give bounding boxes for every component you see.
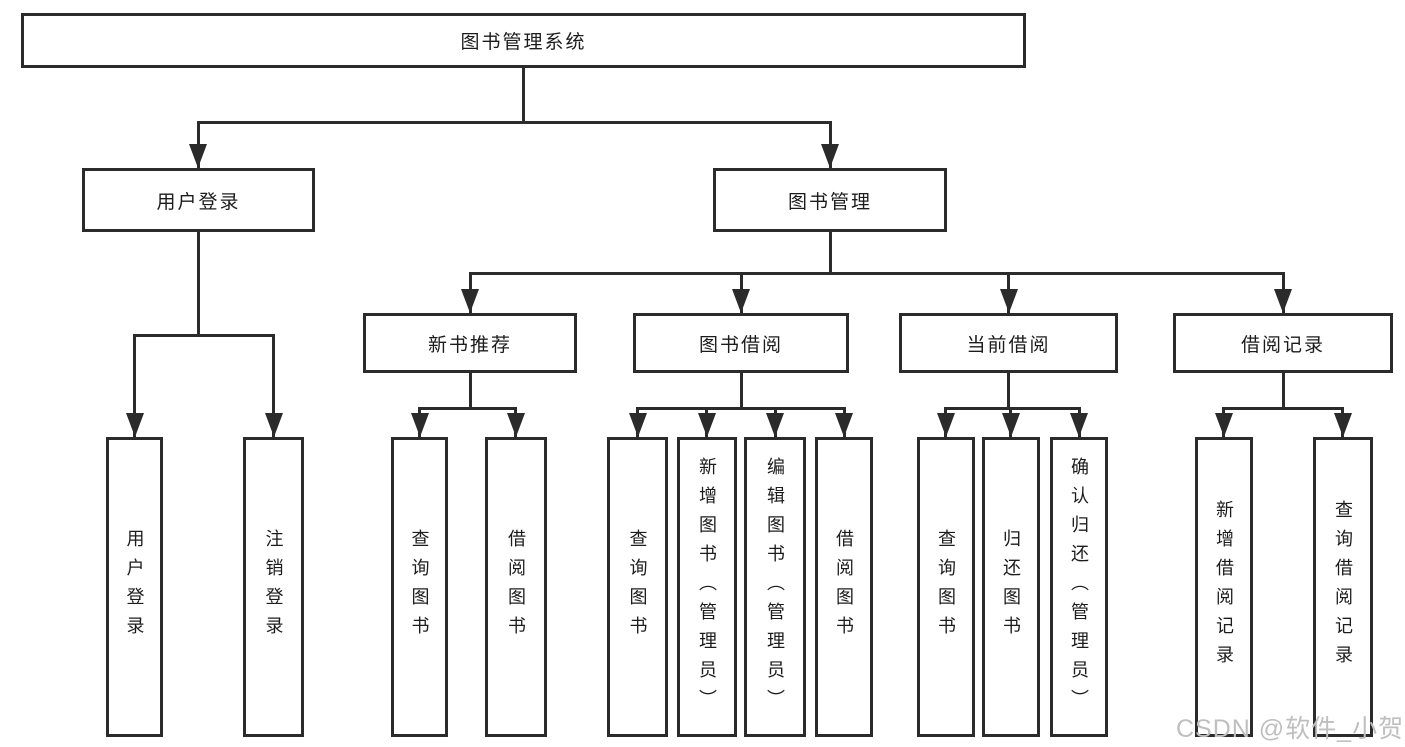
leaf-borrow-query: 查询图书 [607,437,668,737]
arrow-down-icon [698,413,716,437]
node-root: 图书管理系统 [21,13,1026,68]
node-book-management: 图书管理 [713,168,947,232]
connector-user-login-trunk [197,232,200,334]
arrow-down-icon [629,413,647,437]
arrow-down-icon [1002,413,1020,437]
connector-leaf-logout-shaft [272,337,275,437]
leaf-newbook-borrow: 借阅图书 [485,437,547,737]
connector-level2-rail [197,121,832,124]
connector-borrow-rail [636,407,846,410]
arrow-down-icon [461,289,479,313]
arrow-down-icon [1215,413,1233,437]
leaf-records-add: 新增借阅记录 [1195,437,1253,737]
arrow-down-icon [732,289,750,313]
connector-newbook-trunk [469,373,472,407]
connector-borrow-trunk [740,373,743,407]
connector-newbook-rail [418,407,517,410]
node-user-login: 用户登录 [82,168,315,232]
connector-current-rail [944,407,1081,410]
connector-records-trunk [1282,373,1285,407]
arrow-down-icon [265,413,283,437]
csdn-watermark: CSDN @软件_小贺同学 [1176,715,1405,743]
connector-records-rail [1222,407,1344,410]
connector-root-trunk [522,68,525,121]
arrow-down-icon [1000,289,1018,313]
leaf-newbook-query: 查询图书 [391,437,448,737]
leaf-borrow-add-admin: 新增图书（管理员） [677,437,737,737]
leaf-records-query: 查询借阅记录 [1313,437,1373,737]
connector-user-login-rail [133,334,275,337]
arrow-down-icon [1070,413,1088,437]
leaf-current-confirm-admin: 确认归还（管理员） [1050,437,1108,737]
connector-leaf-login-shaft [133,337,136,437]
arrow-down-icon [1334,413,1352,437]
leaf-user-login: 用户登录 [106,437,163,737]
leaf-logout: 注销登录 [243,437,304,737]
arrow-down-icon [189,144,207,168]
node-new-book-recommend: 新书推荐 [363,313,577,373]
arrow-down-icon [937,413,955,437]
arrow-down-icon [1274,289,1292,313]
connector-level3-rail [469,272,1285,275]
connector-book-mgmt-trunk [829,232,832,272]
connector-current-trunk [1007,373,1010,407]
node-current-borrow: 当前借阅 [899,313,1118,373]
node-book-borrow: 图书借阅 [633,313,849,373]
leaf-borrow-edit-admin: 编辑图书（管理员） [744,437,806,737]
arrow-down-icon [507,413,525,437]
leaf-current-return: 归还图书 [982,437,1040,737]
arrow-down-icon [821,144,839,168]
leaf-current-query: 查询图书 [917,437,975,737]
arrow-down-icon [766,413,784,437]
leaf-borrow-borrow: 借阅图书 [815,437,873,737]
arrow-down-icon [411,413,429,437]
arrow-down-icon [835,413,853,437]
node-borrow-records: 借阅记录 [1173,313,1393,373]
arrow-down-icon [126,413,144,437]
